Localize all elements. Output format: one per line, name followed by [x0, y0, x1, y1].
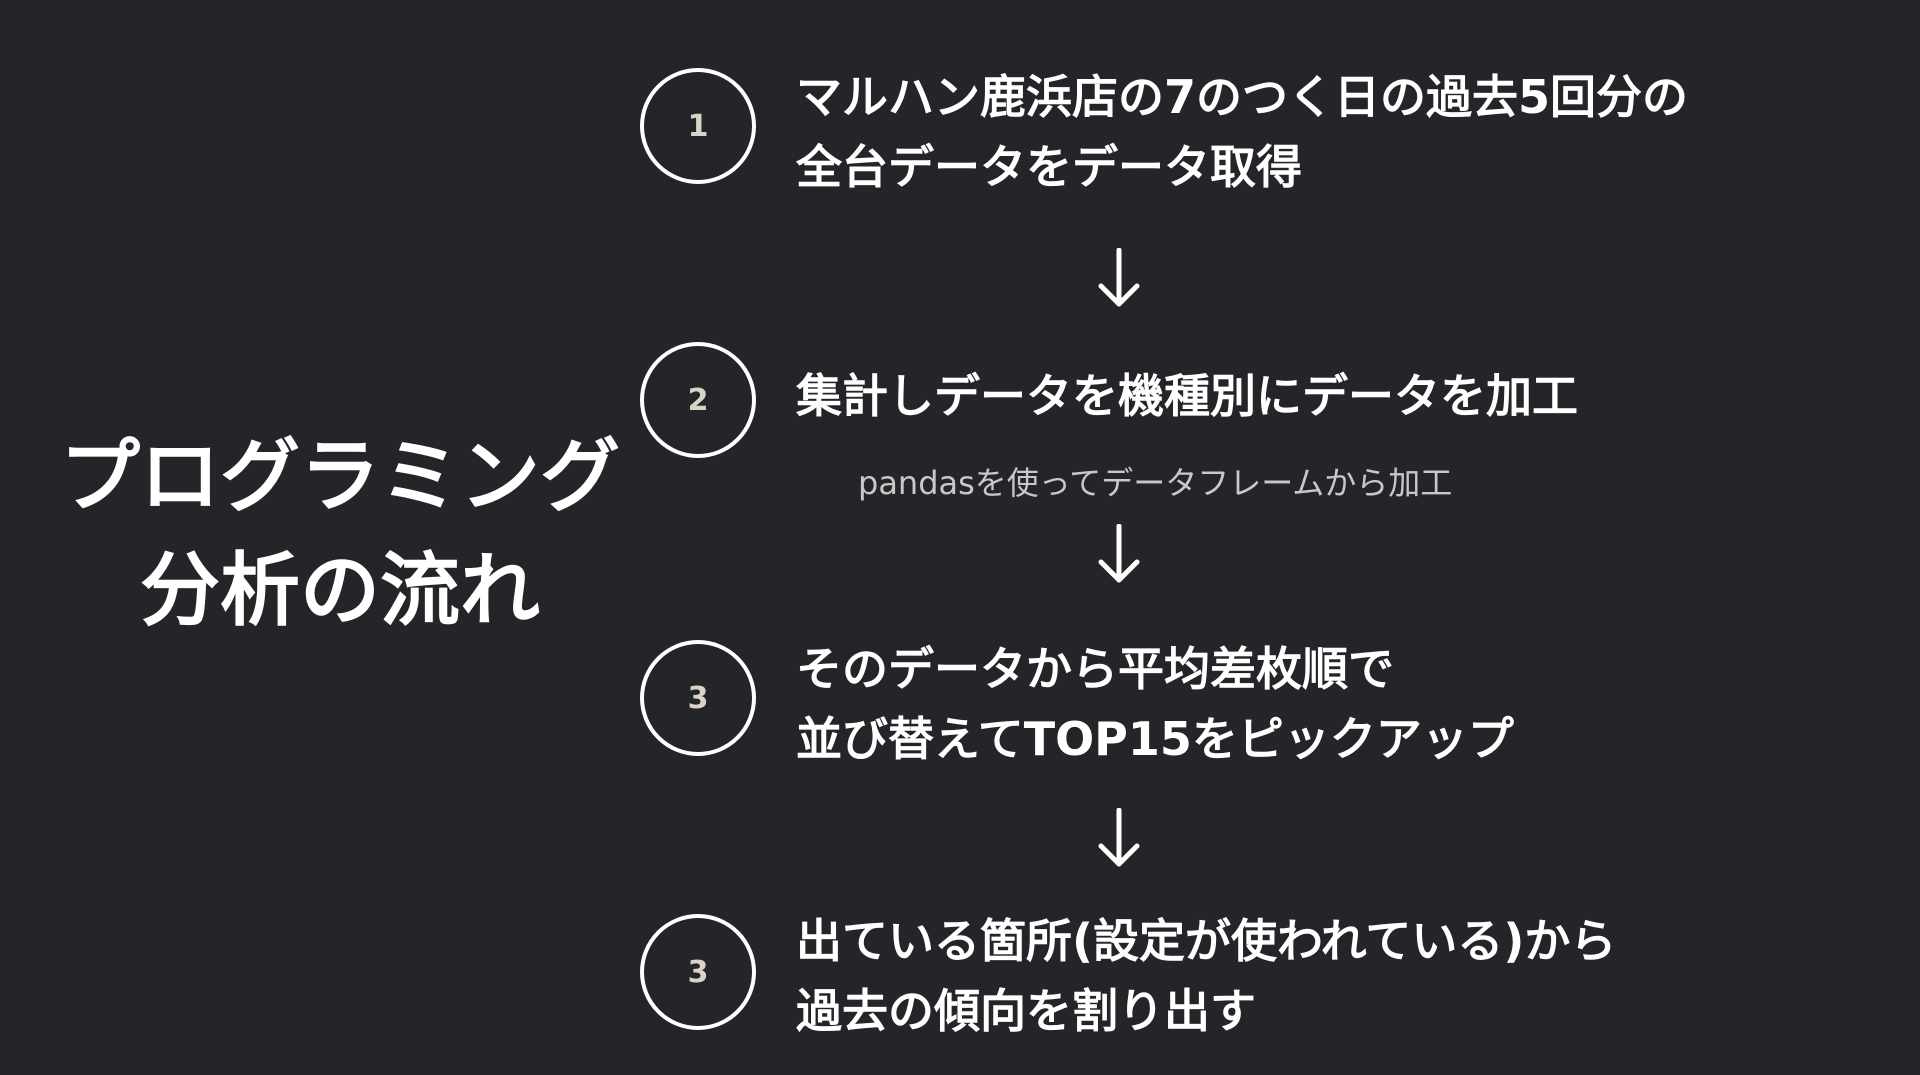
step-3-line-2: 並び替えてTOP15をピックアップ [796, 712, 1514, 766]
step-3-line-1: そのデータから平均差枚順で [796, 642, 1394, 696]
step-1-text: マルハン鹿浜店の7のつく日の過去5回分の 全台データをデータ取得 [796, 62, 1688, 202]
step-2-number-circle: 2 [640, 342, 756, 458]
step-1-line-2: 全台データをデータ取得 [796, 140, 1302, 194]
page-title-line-1: プログラミング [60, 430, 620, 523]
step-3-number: 3 [687, 680, 709, 716]
step-2-line-1: 集計しデータを機種別にデータを加工 [796, 369, 1578, 423]
down-arrow-icon [1098, 248, 1140, 307]
down-arrow-icon [1098, 808, 1140, 867]
step-1-number: 1 [687, 108, 709, 144]
step-1-number-circle: 1 [640, 68, 756, 184]
step-2-text: 集計しデータを機種別にデータを加工 [796, 361, 1578, 431]
step-4-number: 3 [687, 954, 709, 990]
step-4-line-1: 出ている箇所(設定が使われている)から [796, 914, 1617, 968]
page-title: プログラミング 分析の流れ [40, 420, 640, 648]
step-4-number-circle: 3 [640, 914, 756, 1030]
step-2-note: pandasを使ってデータフレームから加工 [858, 464, 1453, 502]
step-4-text: 出ている箇所(設定が使われている)から 過去の傾向を割り出す [796, 906, 1616, 1046]
step-1-line-1: マルハン鹿浜店の7のつく日の過去5回分の [796, 70, 1689, 124]
step-3-number-circle: 3 [640, 640, 756, 756]
page-title-line-2: 分析の流れ [140, 544, 540, 637]
step-2-number: 2 [687, 382, 709, 418]
step-3-text: そのデータから平均差枚順で 並び替えてTOP15をピックアップ [796, 634, 1514, 774]
step-4-line-2: 過去の傾向を割り出す [796, 984, 1256, 1038]
down-arrow-icon [1098, 524, 1140, 583]
